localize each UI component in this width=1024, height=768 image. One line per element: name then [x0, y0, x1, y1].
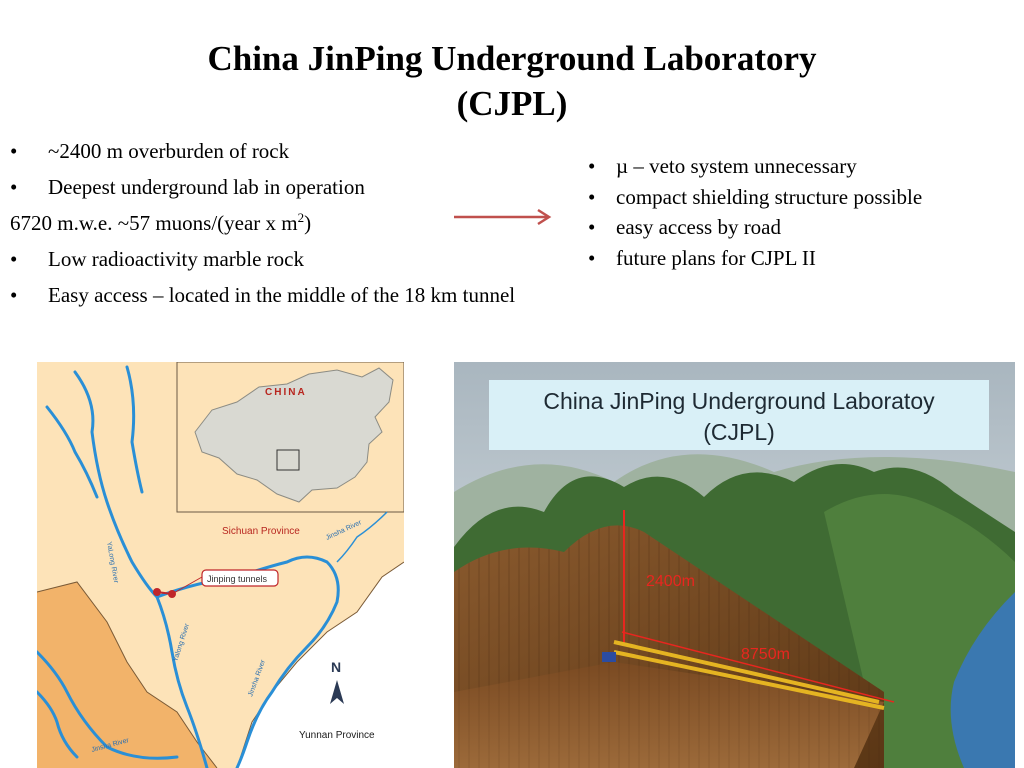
bullet-marker: •	[10, 175, 18, 199]
right-item-4-text: future plans for CJPL II	[616, 245, 816, 270]
bullet-marker: •	[10, 139, 18, 163]
bullet-marker: •	[588, 184, 596, 209]
left-item-3-text: 6720 m.w.e. ~57 muons/(year x m	[10, 211, 298, 235]
photo-banner	[489, 380, 989, 450]
arrow-right-icon	[454, 208, 552, 226]
slide-title: China JinPing Underground Laboratory (CJ…	[0, 36, 1024, 126]
tunnel-2	[613, 650, 885, 710]
depth-label: 2400m	[646, 573, 695, 590]
left-item-2: • Deepest underground lab in operation	[10, 173, 650, 209]
tunnels-label: Jinping tunnels	[207, 574, 268, 584]
right-item-3-text: easy access by road	[616, 215, 782, 239]
china-label: CHINA	[265, 387, 307, 398]
yunnan-region	[37, 582, 217, 768]
title-line-2: (CJPL)	[456, 84, 568, 123]
china-outline	[194, 367, 394, 503]
bullet-marker: •	[10, 247, 18, 271]
left-bullet-list: • ~2400 m overburden of rock • Deepest u…	[10, 137, 650, 317]
left-item-4-text: Low radioactivity marble rock	[48, 247, 304, 271]
title-line-1: China JinPing Underground Laboratory	[207, 39, 817, 78]
north-label: N	[331, 659, 341, 675]
entrance-block	[602, 652, 616, 662]
left-item-1-text: ~2400 m overburden of rock	[48, 139, 290, 163]
banner-line-2: (CJPL)	[703, 419, 775, 445]
left-item-2-text: Deepest underground lab in operation	[48, 175, 365, 199]
bullet-marker: •	[10, 283, 18, 307]
right-item-2-text: compact shielding structure possible	[616, 184, 923, 209]
left-item-5-text: Easy access – located in the middle of t…	[48, 283, 516, 307]
right-item-1-text: µ – veto system unnecessary	[616, 154, 857, 178]
left-item-3-close: )	[304, 211, 312, 235]
sichuan-label: Sichuan Province	[222, 526, 300, 537]
banner-line-1: China JinPing Underground Laboratoy	[543, 388, 935, 414]
right-item-3: • easy access by road	[588, 214, 1018, 245]
tunnels-callout	[201, 569, 279, 587]
right-bullet-list: • µ – veto system unnecessary • compact …	[588, 153, 1018, 275]
right-item-4: • future plans for CJPL II	[588, 245, 1018, 276]
length-line	[621, 631, 895, 703]
right-item-1: • µ – veto system unnecessary	[588, 153, 1018, 184]
left-item-5: • Easy access – located in the middle of…	[10, 281, 650, 317]
tunnel-1	[613, 640, 880, 704]
bullet-marker: •	[588, 245, 596, 270]
river	[950, 592, 1015, 768]
yunnan-label: Yunnan Province	[299, 730, 375, 741]
left-item-4: • Low radioactivity marble rock	[10, 245, 650, 281]
bullet-marker: •	[588, 215, 596, 239]
bullet-marker: •	[588, 154, 596, 178]
left-item-1: • ~2400 m overburden of rock	[10, 137, 650, 173]
lab-rendering-image: China JinPing Underground Laboratoy (CJP…	[454, 362, 1015, 768]
right-item-2: • compact shielding structure possible	[588, 184, 1018, 215]
jinping-map: CHINA Jinping tunnels Sichuan Province Y…	[37, 362, 404, 768]
length-label: 8750m	[741, 646, 790, 663]
left-item-3: 6720 m.w.e. ~57 muons/(year x m2)	[10, 209, 650, 245]
superscript-2: 2	[297, 210, 305, 225]
north-arrow-icon	[330, 680, 344, 704]
